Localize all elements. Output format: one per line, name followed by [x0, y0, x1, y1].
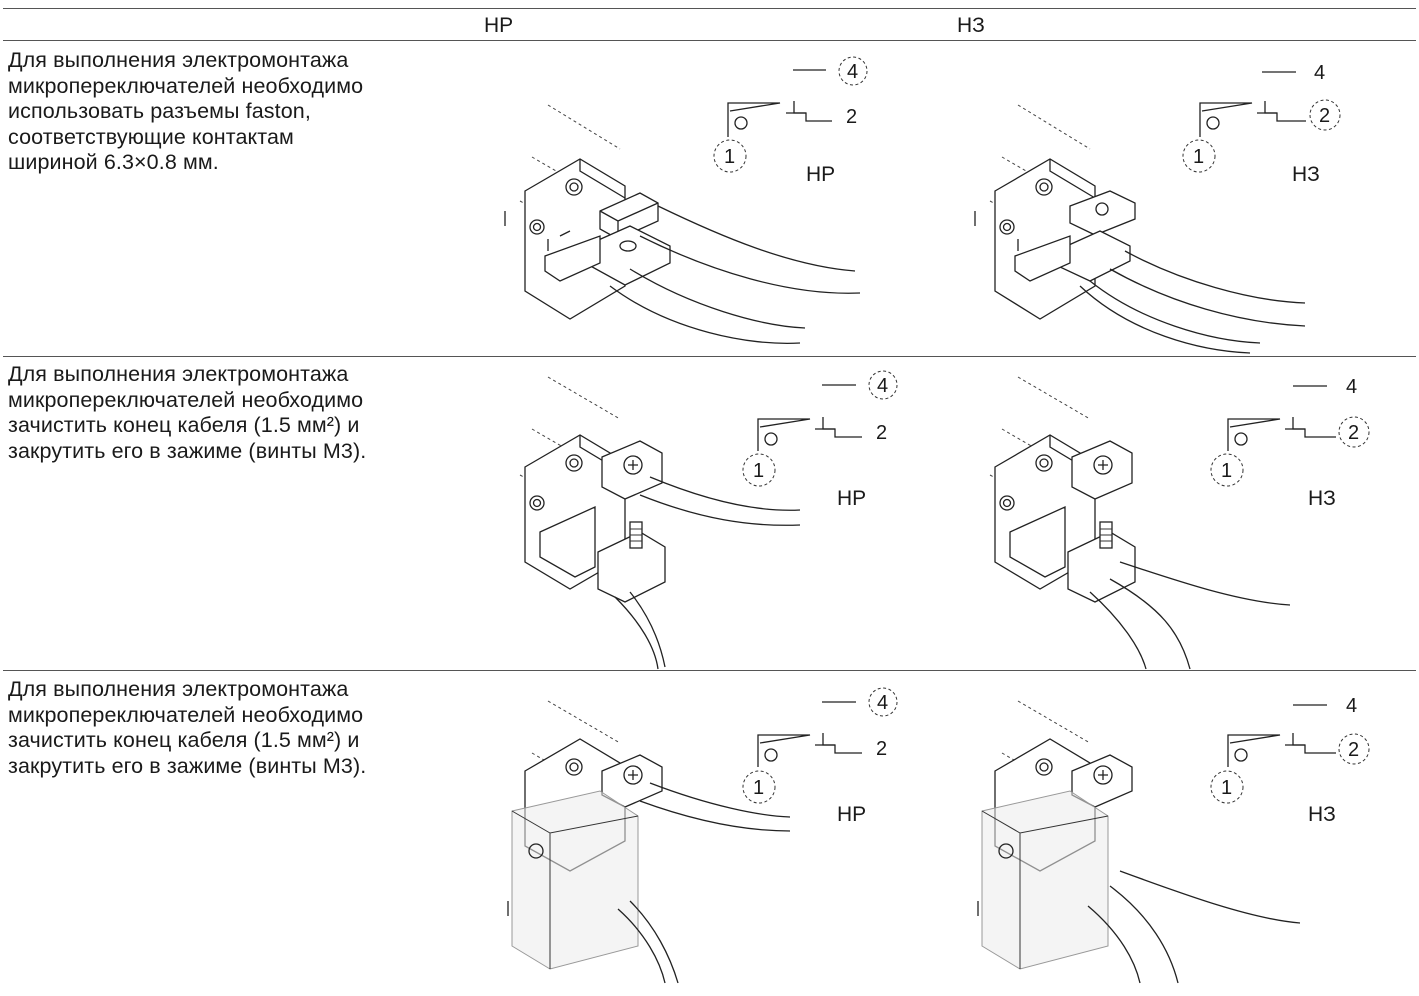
text-line: соответствующие контактам — [8, 124, 294, 149]
text-line: использовать разъемы faston, — [8, 99, 311, 123]
terminal-1-label: 1 — [1193, 146, 1204, 168]
contact-schematic-icon: 4 2 1 НР — [742, 370, 898, 510]
contact-schematic-icon: 4 2 1 НЗ — [1210, 695, 1370, 826]
microswitch-no-illustration — [507, 700, 791, 984]
text-line: зачистить конец кабеля (1.5 мм²) и — [8, 728, 360, 752]
row-3-figures: 4 2 1 НР — [0, 671, 1419, 996]
contact-schematic-icon: 4 2 1 НР — [742, 687, 898, 826]
text-line: Для выполнения электромонтажа — [8, 362, 349, 386]
terminal-4-label: 4 — [1346, 376, 1357, 398]
terminal-4-label: 4 — [847, 61, 858, 83]
terminal-2-label: 2 — [876, 422, 887, 444]
contact-schematic-icon: 4 2 1 НЗ — [1210, 376, 1370, 510]
terminal-1-label: 1 — [724, 146, 735, 168]
no-label: НР — [837, 487, 866, 510]
contact-schematic-icon: 4 2 1 НЗ — [1182, 62, 1341, 186]
nc-label: НЗ — [1308, 803, 1336, 826]
contact-schematic-icon: 4 2 1 НР — [713, 56, 868, 186]
faston-illustrations: 4 2 1 НР — [504, 56, 1341, 354]
nc-label: НЗ — [1292, 163, 1320, 186]
terminal-2-label: 2 — [1319, 105, 1330, 127]
terminal-2-label: 2 — [876, 738, 887, 760]
terminal-1-label: 1 — [1221, 777, 1232, 799]
table-header-rule — [3, 40, 1416, 41]
covered-clamp-illustrations: 4 2 1 НР — [507, 687, 1370, 984]
terminal-2-label: 2 — [846, 106, 857, 128]
terminal-4-label: 4 — [877, 692, 888, 714]
text-line: микропереключателей необходимо — [8, 387, 364, 412]
column-header-no: НР — [484, 14, 514, 37]
row-2-figures: 4 2 1 НР — [0, 357, 1419, 682]
no-label: НР — [806, 163, 835, 186]
microswitch-nc-illustration — [974, 104, 1306, 354]
terminal-4-label: 4 — [877, 375, 888, 397]
row-1-description: Для выполнения электромонтажа микроперек… — [8, 48, 476, 176]
terminal-4-label: 4 — [1346, 695, 1357, 717]
table-row-divider — [3, 670, 1416, 671]
row-1-figures: 4 2 1 НР — [0, 41, 1419, 366]
text-line: микропереключателей необходимо — [8, 702, 364, 727]
terminal-1-label: 1 — [753, 777, 764, 799]
terminal-1-label: 1 — [1221, 460, 1232, 482]
column-header-nc: НЗ — [957, 14, 985, 37]
terminal-4-label: 4 — [1314, 62, 1325, 84]
text-line: закрутить его в зажиме (винты M3). — [8, 753, 367, 778]
microswitch-no-illustration — [519, 376, 801, 670]
text-line: закрутить его в зажиме (винты M3). — [8, 438, 367, 463]
row-3-description: Для выполнения электромонтажа микроперек… — [8, 677, 476, 779]
microswitch-nc-illustration — [977, 700, 1301, 984]
table-row-divider — [3, 356, 1416, 357]
microswitch-no-illustration — [504, 104, 861, 345]
row-2-description: Для выполнения электромонтажа микроперек… — [8, 362, 476, 464]
text-line: зачистить конец кабеля (1.5 мм²) и — [8, 413, 360, 437]
terminal-2-label: 2 — [1348, 739, 1359, 761]
nc-label: НЗ — [1308, 487, 1336, 510]
text-line: микропереключателей необходимо — [8, 73, 364, 98]
terminal-2-label: 2 — [1348, 422, 1359, 444]
text-line: Для выполнения электромонтажа — [8, 677, 349, 701]
terminal-1-label: 1 — [753, 460, 764, 482]
text-line: Для выполнения электромонтажа — [8, 48, 349, 72]
screw-clamp-illustrations: 4 2 1 НР — [519, 370, 1370, 670]
table-top-rule — [3, 8, 1416, 9]
text-line: шириной 6.3×0.8 мм. — [8, 150, 219, 174]
no-label: НР — [837, 803, 866, 826]
microswitch-nc-illustration — [989, 376, 1291, 670]
